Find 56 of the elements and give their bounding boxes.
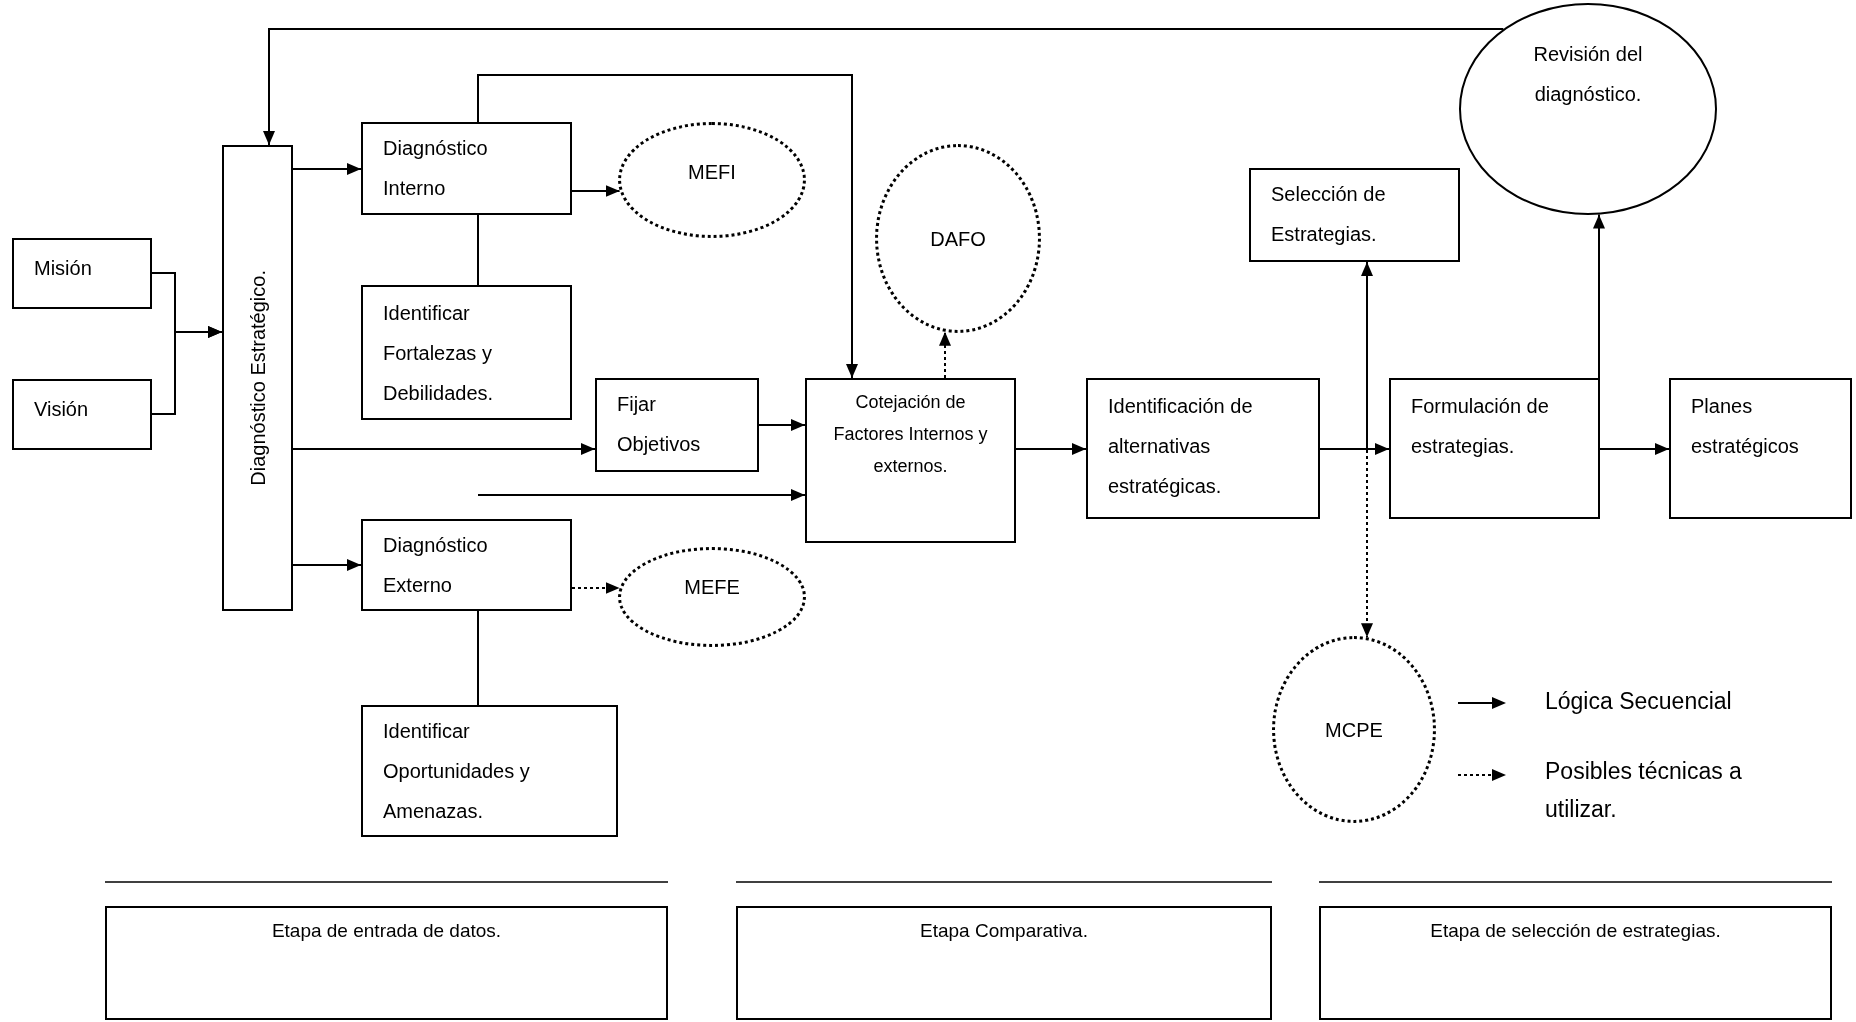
connector-line	[477, 214, 479, 286]
arrow	[263, 28, 1505, 146]
process-box	[595, 378, 759, 472]
node-label: MEFI	[688, 160, 736, 185]
legend-label: Posibles técnicas a utilizar.	[1545, 757, 1743, 824]
node-label: Selección de Estrategias.	[1271, 182, 1387, 247]
arrow	[477, 489, 806, 501]
node-label: Cotejación de Factores Internos y externos.	[832, 391, 989, 478]
dotted-arrow	[571, 582, 621, 594]
process-box	[1086, 378, 1320, 519]
node-label: Diagnóstico Estratégico.	[245, 270, 270, 486]
node-label: Identificar Fortalezas y Debilidades.	[383, 301, 495, 406]
process-box	[361, 122, 572, 215]
node-label: Formulación de estrategias.	[1411, 394, 1550, 459]
arrow	[1015, 443, 1087, 455]
legend-label: Lógica Secuencial	[1545, 687, 1733, 716]
node-label: Identificar Oportunidades y Amenazas.	[383, 719, 531, 824]
stage-box	[1319, 906, 1832, 1020]
process-box	[361, 519, 572, 611]
node-label: MEFE	[684, 575, 740, 600]
process-box	[805, 378, 1016, 543]
process-box	[361, 285, 572, 420]
node-label: Revisión del diagnóstico.	[1532, 42, 1644, 107]
node-label: Diagnóstico Externo	[383, 533, 489, 598]
node-label: Misión	[34, 256, 93, 281]
node-label: MCPE	[1325, 717, 1383, 743]
arrow	[1599, 443, 1670, 455]
arrow	[292, 559, 362, 571]
node-label: Fijar Objetivos	[617, 392, 702, 457]
stage-box	[736, 906, 1272, 1020]
process-box	[12, 238, 152, 309]
node-label: Identificación de alternativas estratégicas.	[1108, 394, 1254, 499]
dotted-arrow	[1319, 448, 1373, 639]
process-box	[222, 145, 293, 611]
process-box	[1249, 168, 1460, 262]
arrow	[1593, 213, 1605, 379]
stage-title: Etapa Comparativa.	[919, 919, 1089, 943]
arrow	[477, 74, 858, 379]
process-box	[1389, 378, 1600, 519]
stage-title: Etapa de entrada de datos.	[270, 919, 503, 943]
arrow	[292, 163, 362, 175]
connector-line	[477, 610, 479, 706]
node-label: DAFO	[930, 226, 986, 252]
arrow	[758, 419, 806, 431]
process-box	[361, 705, 618, 837]
dotted-arrow	[939, 330, 951, 379]
process-box	[12, 379, 152, 450]
node-label: Diagnóstico Interno	[383, 136, 489, 201]
node-label: Planes estratégicos	[1691, 394, 1800, 459]
arrow	[571, 185, 621, 197]
process-box	[1669, 378, 1852, 519]
stage-title: Etapa de selección de estrategias.	[1429, 919, 1722, 943]
arrow	[292, 443, 596, 455]
node-label: Visión	[34, 397, 90, 422]
arrow	[151, 326, 223, 415]
stage-box	[105, 906, 668, 1020]
